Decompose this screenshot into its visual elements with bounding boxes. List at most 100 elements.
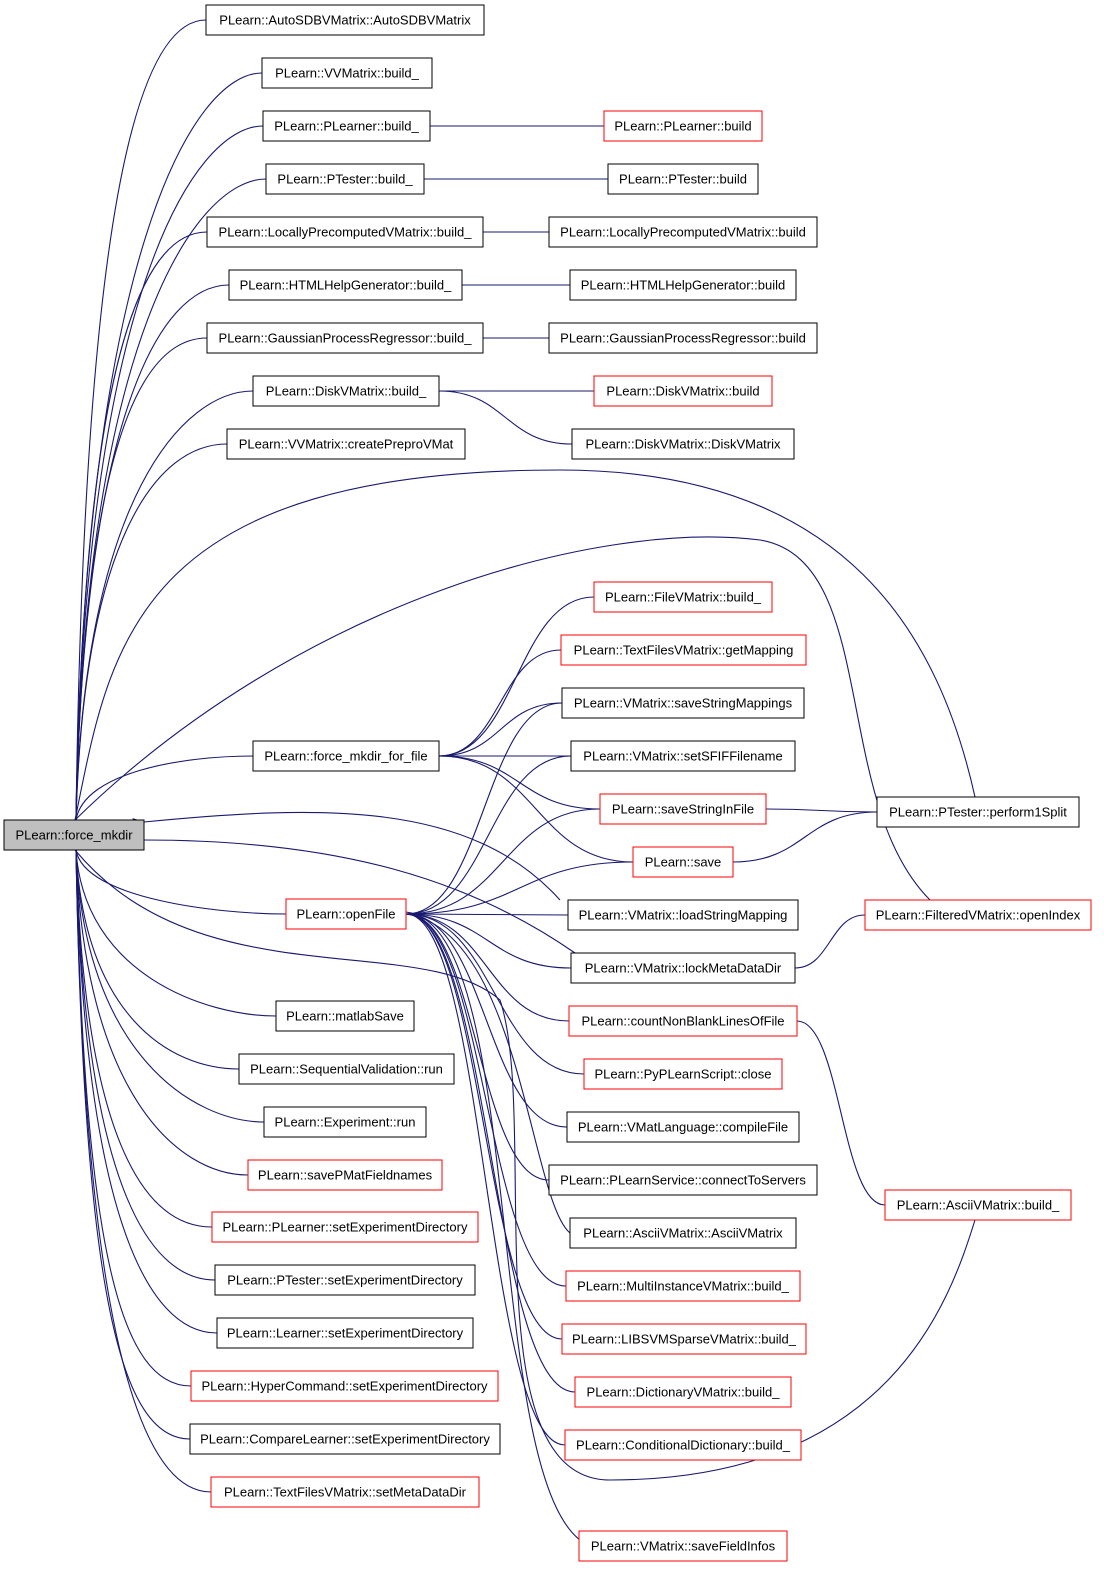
node-box[interactable]	[252, 375, 440, 407]
node-lpvm_build_[interactable]: PLearn::LocallyPrecomputedVMatrix::build…	[206, 216, 484, 248]
node-box[interactable]	[574, 1376, 792, 1408]
node-box[interactable]	[599, 793, 767, 825]
node-box[interactable]	[632, 846, 734, 878]
node-box[interactable]	[876, 796, 1080, 828]
node-box[interactable]	[569, 269, 797, 301]
node-vm_ssm[interactable]: PLearn::VMatrix::saveStringMappings	[561, 687, 805, 719]
node-box[interactable]	[567, 899, 799, 931]
node-box[interactable]	[262, 110, 431, 142]
node-box[interactable]	[864, 899, 1092, 931]
node-box[interactable]	[190, 1370, 499, 1402]
node-box[interactable]	[578, 1530, 788, 1562]
node-box[interactable]	[263, 1106, 427, 1138]
node-box[interactable]	[3, 819, 145, 851]
node-box[interactable]	[884, 1189, 1072, 1221]
node-pl_sed[interactable]: PLearn::PLearner::setExperimentDirectory	[211, 1211, 479, 1243]
node-box[interactable]	[265, 163, 425, 195]
node-plearner_build[interactable]: PLearn::PLearner::build	[603, 110, 763, 142]
node-dictvm_build_[interactable]: PLearn::DictionaryVMatrix::build_	[574, 1376, 792, 1408]
node-fmff[interactable]: PLearn::force_mkdir_for_file	[252, 740, 440, 772]
node-ssif[interactable]: PLearn::saveStringInFile	[599, 793, 767, 825]
node-vml_compile[interactable]: PLearn::VMatLanguage::compileFile	[566, 1111, 800, 1143]
node-gpr_build_[interactable]: PLearn::GaussianProcessRegressor::build_	[206, 322, 484, 354]
node-box[interactable]	[561, 1323, 807, 1355]
node-box[interactable]	[568, 1005, 798, 1037]
node-box[interactable]	[570, 740, 796, 772]
node-box[interactable]	[569, 1217, 797, 1249]
node-box[interactable]	[560, 634, 807, 666]
node-save[interactable]: PLearn::save	[632, 846, 734, 878]
node-autosdbv[interactable]: PLearn::AutoSDBVMatrix::AutoSDBVMatrix	[205, 4, 485, 36]
node-box[interactable]	[566, 1111, 800, 1143]
node-pt_sed[interactable]: PLearn::PTester::setExperimentDirectory	[214, 1264, 476, 1296]
node-vvm_cpvm[interactable]: PLearn::VVMatrix::createPreproVMat	[226, 428, 466, 460]
node-box[interactable]	[607, 163, 759, 195]
node-box[interactable]	[548, 216, 818, 248]
node-hhg_build[interactable]: PLearn::HTMLHelpGenerator::build	[569, 269, 797, 301]
node-dvm_build_[interactable]: PLearn::DiskVMatrix::build_	[252, 375, 440, 407]
node-box[interactable]	[548, 322, 818, 354]
node-box[interactable]	[571, 428, 795, 460]
node-fvm_build_[interactable]: PLearn::FileVMatrix::build_	[593, 581, 773, 613]
node-force_mkdir[interactable]: PLearn::force_mkdir	[3, 819, 145, 851]
node-fvm_openidx[interactable]: PLearn::FilteredVMatrix::openIndex	[864, 899, 1092, 931]
node-dvm_build[interactable]: PLearn::DiskVMatrix::build	[593, 375, 773, 407]
node-hc_sed[interactable]: PLearn::HyperCommand::setExperimentDirec…	[190, 1370, 499, 1402]
node-box[interactable]	[216, 1317, 474, 1349]
node-vm_ssff[interactable]: PLearn::VMatrix::setSFIFFilename	[570, 740, 796, 772]
node-dvm_ctor[interactable]: PLearn::DiskVMatrix::DiskVMatrix	[571, 428, 795, 460]
node-avm_build_[interactable]: PLearn::AsciiVMatrix::build_	[884, 1189, 1072, 1221]
node-box[interactable]	[238, 1053, 455, 1085]
node-vm_lsm[interactable]: PLearn::VMatrix::loadStringMapping	[567, 899, 799, 931]
node-cd_build_[interactable]: PLearn::ConditionalDictionary::build_	[564, 1429, 802, 1461]
node-box[interactable]	[210, 1476, 480, 1508]
node-hhg_build_[interactable]: PLearn::HTMLHelpGenerator::build_	[228, 269, 463, 301]
node-savepmat[interactable]: PLearn::savePMatFieldnames	[247, 1159, 443, 1191]
node-ptester_build_[interactable]: PLearn::PTester::build_	[265, 163, 425, 195]
node-box[interactable]	[261, 57, 433, 89]
node-box[interactable]	[583, 1058, 783, 1090]
node-vm_sfi[interactable]: PLearn::VMatrix::saveFieldInfos	[578, 1530, 788, 1562]
node-gpr_build[interactable]: PLearn::GaussianProcessRegressor::build	[548, 322, 818, 354]
node-box[interactable]	[252, 740, 440, 772]
node-vm_lmdd[interactable]: PLearn::VMatrix::lockMetaDataDir	[570, 952, 796, 984]
node-vvm_build_[interactable]: PLearn::VVMatrix::build_	[261, 57, 433, 89]
node-box[interactable]	[228, 269, 463, 301]
node-box[interactable]	[570, 952, 796, 984]
node-box[interactable]	[211, 1211, 479, 1243]
node-box[interactable]	[247, 1159, 443, 1191]
node-tfvm_getmap[interactable]: PLearn::TextFilesVMatrix::getMapping	[560, 634, 807, 666]
node-box[interactable]	[214, 1264, 476, 1296]
node-avm_ctor[interactable]: PLearn::AsciiVMatrix::AsciiVMatrix	[569, 1217, 797, 1249]
node-box[interactable]	[565, 1270, 801, 1302]
node-box[interactable]	[206, 322, 484, 354]
node-box[interactable]	[206, 216, 484, 248]
node-box[interactable]	[593, 581, 773, 613]
node-lpvm_build[interactable]: PLearn::LocallyPrecomputedVMatrix::build	[548, 216, 818, 248]
node-exp_run[interactable]: PLearn::Experiment::run	[263, 1106, 427, 1138]
node-pyps_close[interactable]: PLearn::PyPLearnScript::close	[583, 1058, 783, 1090]
node-l_sed[interactable]: PLearn::Learner::setExperimentDirectory	[216, 1317, 474, 1349]
node-box[interactable]	[548, 1164, 818, 1196]
node-pt_p1s[interactable]: PLearn::PTester::perform1Split	[876, 796, 1080, 828]
node-box[interactable]	[603, 110, 763, 142]
node-libsvm_build_[interactable]: PLearn::LIBSVMSparseVMatrix::build_	[561, 1323, 807, 1355]
node-cnblof[interactable]: PLearn::countNonBlankLinesOfFile	[568, 1005, 798, 1037]
node-box[interactable]	[564, 1429, 802, 1461]
node-box[interactable]	[285, 898, 407, 930]
node-box[interactable]	[226, 428, 466, 460]
node-matlabsave[interactable]: PLearn::matlabSave	[275, 1000, 415, 1032]
node-box[interactable]	[205, 4, 485, 36]
node-pls_cts[interactable]: PLearn::PLearnService::connectToServers	[548, 1164, 818, 1196]
node-mivm_build_[interactable]: PLearn::MultiInstanceVMatrix::build_	[565, 1270, 801, 1302]
node-box[interactable]	[561, 687, 805, 719]
node-tfvm_smdd[interactable]: PLearn::TextFilesVMatrix::setMetaDataDir	[210, 1476, 480, 1508]
node-box[interactable]	[189, 1423, 501, 1455]
node-cl_sed[interactable]: PLearn::CompareLearner::setExperimentDir…	[189, 1423, 501, 1455]
node-plearner_build_[interactable]: PLearn::PLearner::build_	[262, 110, 431, 142]
node-openfile[interactable]: PLearn::openFile	[285, 898, 407, 930]
node-box[interactable]	[275, 1000, 415, 1032]
node-ptester_build[interactable]: PLearn::PTester::build	[607, 163, 759, 195]
node-seqval_run[interactable]: PLearn::SequentialValidation::run	[238, 1053, 455, 1085]
node-box[interactable]	[593, 375, 773, 407]
